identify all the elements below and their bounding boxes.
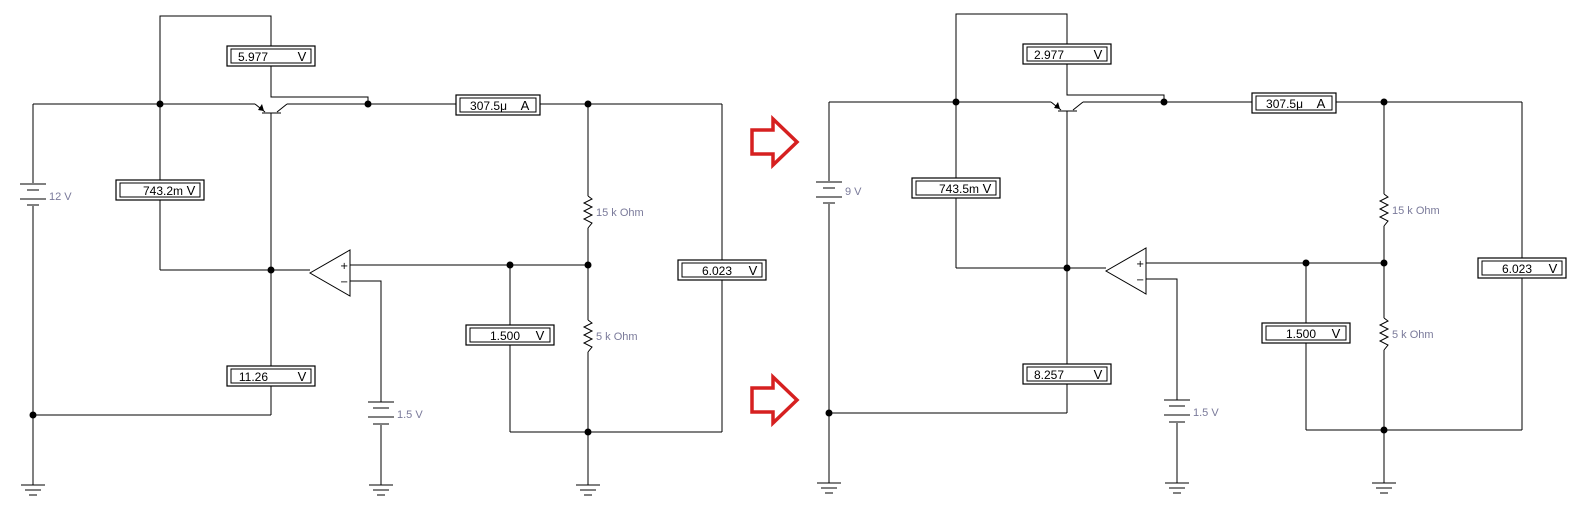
pnp-transistor-icon [1050,101,1084,120]
junction-nodes-left [29,100,592,436]
ref-battery-label: 1.5 V [1193,407,1219,419]
resistor-icon: 5 k Ohm [1378,317,1434,351]
meter-value: 1.500 [490,329,520,343]
svg-text:+: + [340,261,348,272]
vref-meter: 1.500 V [465,324,555,346]
meter-unit: V [1094,367,1103,382]
svg-text:−: − [340,277,348,288]
meter-unit: V [983,181,992,196]
meter-unit: V [1549,261,1558,276]
meter-value: 743.2m [143,184,183,198]
vout-meter: 8.257 V [1022,363,1112,385]
circuit-right: 9 V + − 1.5 V 15 k Ohm 5 k Ohm [816,13,1567,494]
vbe-meter: 743.5m V [911,177,1001,199]
meter-unit: V [298,369,307,384]
battery-icon: 12 V [20,183,72,206]
wires-left [32,15,723,485]
meter-value: 5.977 [238,50,268,64]
battery-label: 12 V [49,191,72,203]
vce-meter: 2.977 V [1022,43,1112,65]
pnp-transistor-icon [254,103,288,122]
meter-value: 1.500 [1286,327,1316,341]
vload-meter: 6.023 V [677,259,767,281]
battery-label: 9 V [845,186,862,198]
meter-value: 8.257 [1034,368,1064,382]
meter-value: 307.5μ [1266,97,1303,111]
right-outline-arrow-icon [750,114,800,170]
wires-right [828,13,1523,483]
ground-icon [576,484,600,496]
svg-text:−: − [1136,275,1144,286]
vload-meter: 6.023 V [1477,257,1567,279]
meter-unit: A [1317,96,1326,111]
meter-unit: V [749,263,758,278]
resistor-icon: 15 k Ohm [582,195,644,229]
svg-text:+: + [1136,259,1144,270]
ground-icon [369,484,393,496]
vout-meter: 11.26 V [226,365,316,387]
right-outline-arrow-icon [750,372,800,428]
meter-value: 307.5μ [470,99,507,113]
ground-icon [1372,482,1396,494]
resistor-bottom-label: 5 k Ohm [1392,329,1434,341]
current-meter: 307.5μ A [1251,92,1337,114]
resistor-top-label: 15 k Ohm [1392,205,1440,217]
circuit-left: 12 V + − 1.5 V 15 k Ohm 5 k Ohm [20,15,767,496]
meter-unit: V [1332,326,1341,341]
meter-value: 11.26 [239,370,268,384]
battery-icon: 1.5 V [368,401,423,425]
current-meter: 307.5μ A [455,94,541,116]
ground-icon [21,484,45,496]
meter-value: 743.5m [939,182,979,196]
meter-value: 6.023 [702,264,732,278]
ground-icon [1165,482,1189,494]
meter-value: 2.977 [1034,48,1064,62]
op-amp-icon: + − [1104,247,1147,295]
battery-icon: 9 V [816,181,862,204]
meter-unit: V [298,49,307,64]
meter-unit: V [187,183,196,198]
vce-meter: 5.977 V [226,45,316,67]
resistor-bottom-label: 5 k Ohm [596,331,638,343]
junction-nodes-right [825,98,1388,434]
ref-battery-label: 1.5 V [397,409,423,421]
meter-unit: V [1094,47,1103,62]
vref-meter: 1.500 V [1261,322,1351,344]
op-amp-icon: + − [308,249,351,297]
resistor-icon: 15 k Ohm [1378,193,1440,227]
resistor-icon: 5 k Ohm [582,319,638,353]
ground-icon [817,482,841,494]
battery-icon: 1.5 V [1164,399,1219,423]
vbe-meter: 743.2m V [115,179,205,201]
meter-unit: A [521,98,530,113]
meter-unit: V [536,328,545,343]
meter-value: 6.023 [1502,262,1532,276]
resistor-top-label: 15 k Ohm [596,207,644,219]
